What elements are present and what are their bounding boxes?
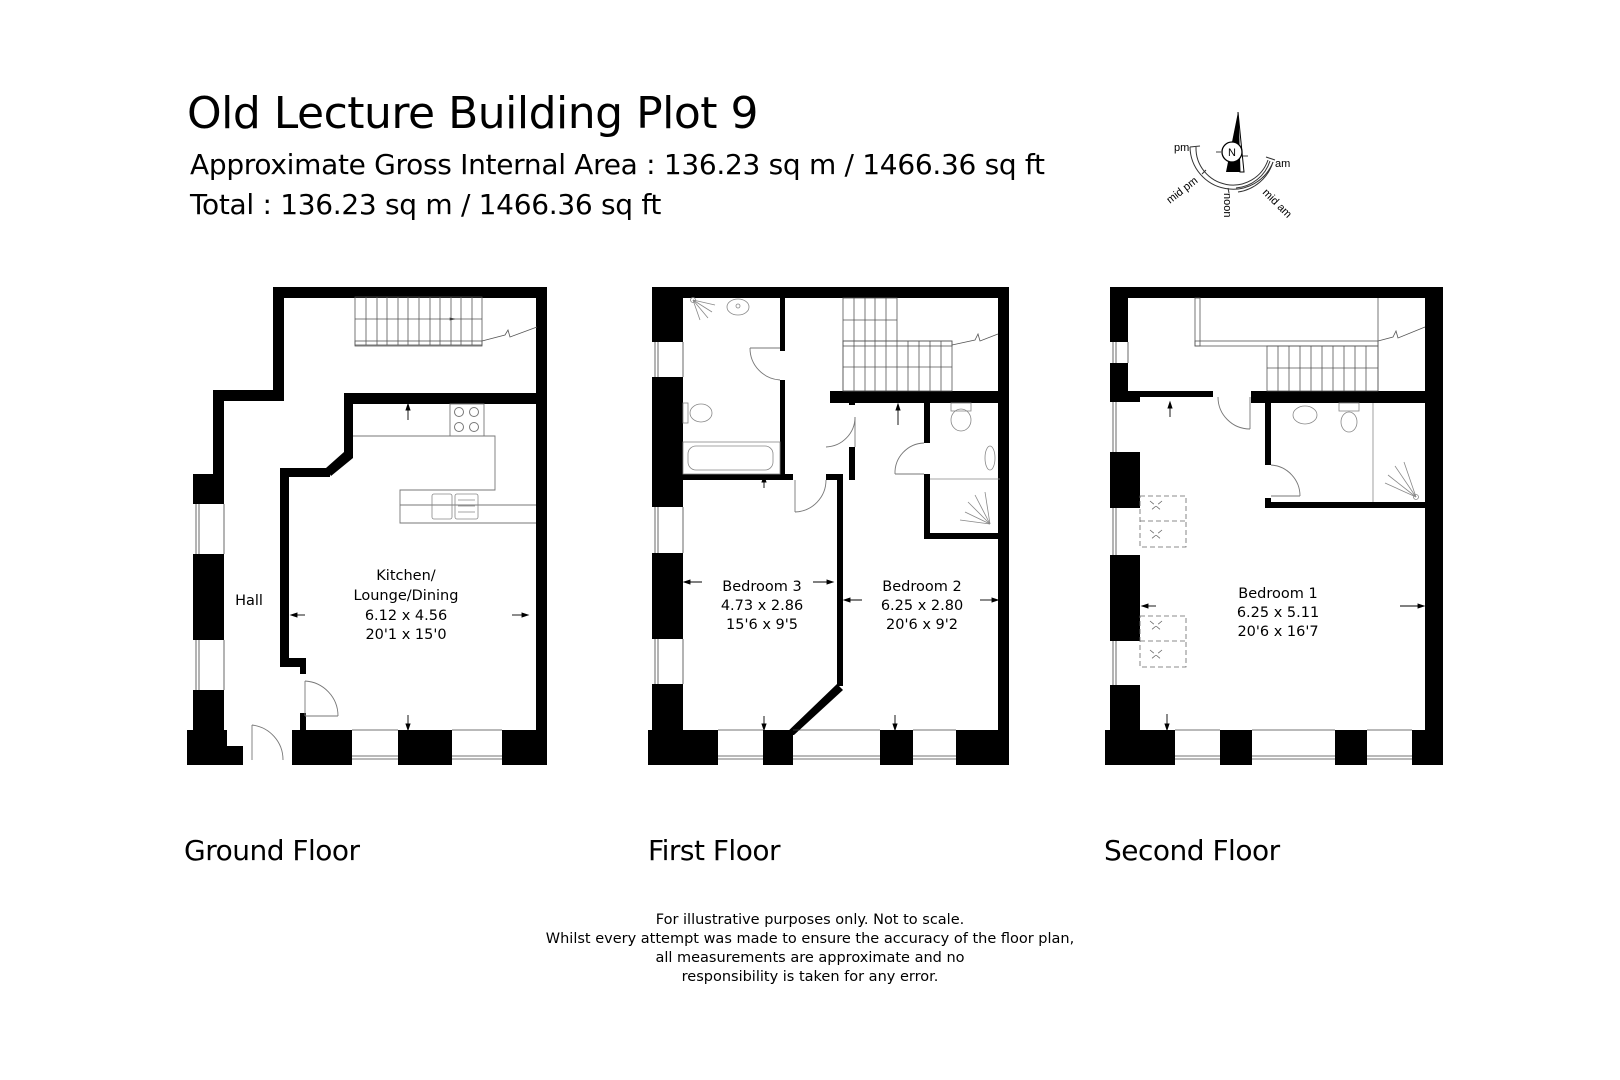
first-floor-walls (648, 287, 1009, 765)
second-floor-walls (1105, 287, 1443, 765)
disclaimer-line: all measurements are approximate and no (655, 950, 965, 966)
room-bedroom3-label: Bedroom 3 (722, 579, 801, 595)
second-floor-plan: Bedroom 1 6.25 x 5.11 20'6 x 16'7 (1105, 287, 1443, 765)
ground-stairs-icon (354, 296, 538, 347)
room-bedroom2-label: Bedroom 2 (882, 579, 961, 595)
ground-left-windows (195, 504, 225, 690)
ground-floor-label: Ground Floor (184, 834, 360, 867)
skylight-icons (1139, 495, 1187, 668)
disclaimer-line: Whilst every attempt was made to ensure … (545, 931, 1075, 947)
second-floor-label: Second Floor (1104, 834, 1280, 867)
room-bedroom3-metric: 4.73 x 2.86 (721, 598, 803, 614)
first-dimension-arrows (682, 402, 1000, 732)
compass-north-label: N (1228, 147, 1236, 159)
room-bedroom3-imperial: 15'6 x 9'5 (726, 617, 798, 633)
first-left-windows (654, 342, 956, 760)
room-bedroom1-imperial: 20'6 x 16'7 (1237, 624, 1318, 640)
second-doors (1217, 396, 1301, 497)
compass-mid-pm-label: mid pm (1164, 175, 1200, 207)
room-bedroom2-metric: 6.25 x 2.80 (881, 598, 963, 614)
ground-doors (251, 680, 339, 761)
room-hall-label: Hall (235, 593, 263, 609)
first-stairs-icon (842, 297, 999, 392)
second-dimension-arrows (1140, 400, 1426, 732)
ground-floor-plan: Hall Kitchen/ Lounge/Dining 6.12 x 4.56 … (187, 287, 547, 765)
gross-internal-area: Approximate Gross Internal Area : 136.23… (190, 148, 1045, 181)
first-doors (749, 347, 925, 513)
kitchen-counters (353, 403, 536, 524)
disclaimer-line: For illustrative purposes only. Not to s… (655, 912, 965, 928)
second-left-windows (1112, 342, 1412, 760)
compass-mid-am-label: mid am (1260, 187, 1294, 221)
second-bathroom-fixtures (1292, 402, 1419, 502)
first-floor-plan: Bedroom 3 4.73 x 2.86 15'6 x 9'5 Bedroom… (648, 287, 1009, 765)
hob-icon (454, 407, 479, 432)
second-stairs-icon (1194, 297, 1426, 392)
plan-title: Old Lecture Building Plot 9 (187, 88, 758, 139)
room-kitchen-metric: 6.12 x 4.56 (365, 608, 447, 624)
room-bedroom1-metric: 6.25 x 5.11 (1237, 605, 1319, 621)
compass-noon-label: noon (1221, 193, 1233, 217)
ground-dimension-arrows (289, 402, 530, 732)
room-kitchen-label: Lounge/Dining (354, 588, 459, 604)
compass: N pm am mid pm noon mid am (1164, 111, 1294, 221)
compass-north-circle (1221, 141, 1243, 163)
room-kitchen-label-line1: Kitchen/ (376, 568, 435, 584)
disclaimer-line: responsibility is taken for any error. (681, 969, 939, 985)
first-floor-label: First Floor (648, 834, 780, 867)
room-bedroom1-label: Bedroom 1 (1238, 586, 1317, 602)
room-bedroom2-imperial: 20'6 x 9'2 (886, 617, 958, 633)
compass-pm-label: pm (1174, 142, 1189, 154)
compass-am-label: am (1275, 158, 1290, 170)
room-kitchen-imperial: 20'1 x 15'0 (365, 627, 446, 643)
ground-floor-walls (187, 287, 547, 765)
ground-bottom-windows (352, 729, 502, 760)
first-bathroom-fixtures (682, 297, 1000, 525)
total-area: Total : 136.23 sq m / 1466.36 sq ft (190, 188, 662, 221)
disclaimer: For illustrative purposes only. Not to s… (510, 911, 1110, 987)
sink-icon (431, 493, 479, 520)
